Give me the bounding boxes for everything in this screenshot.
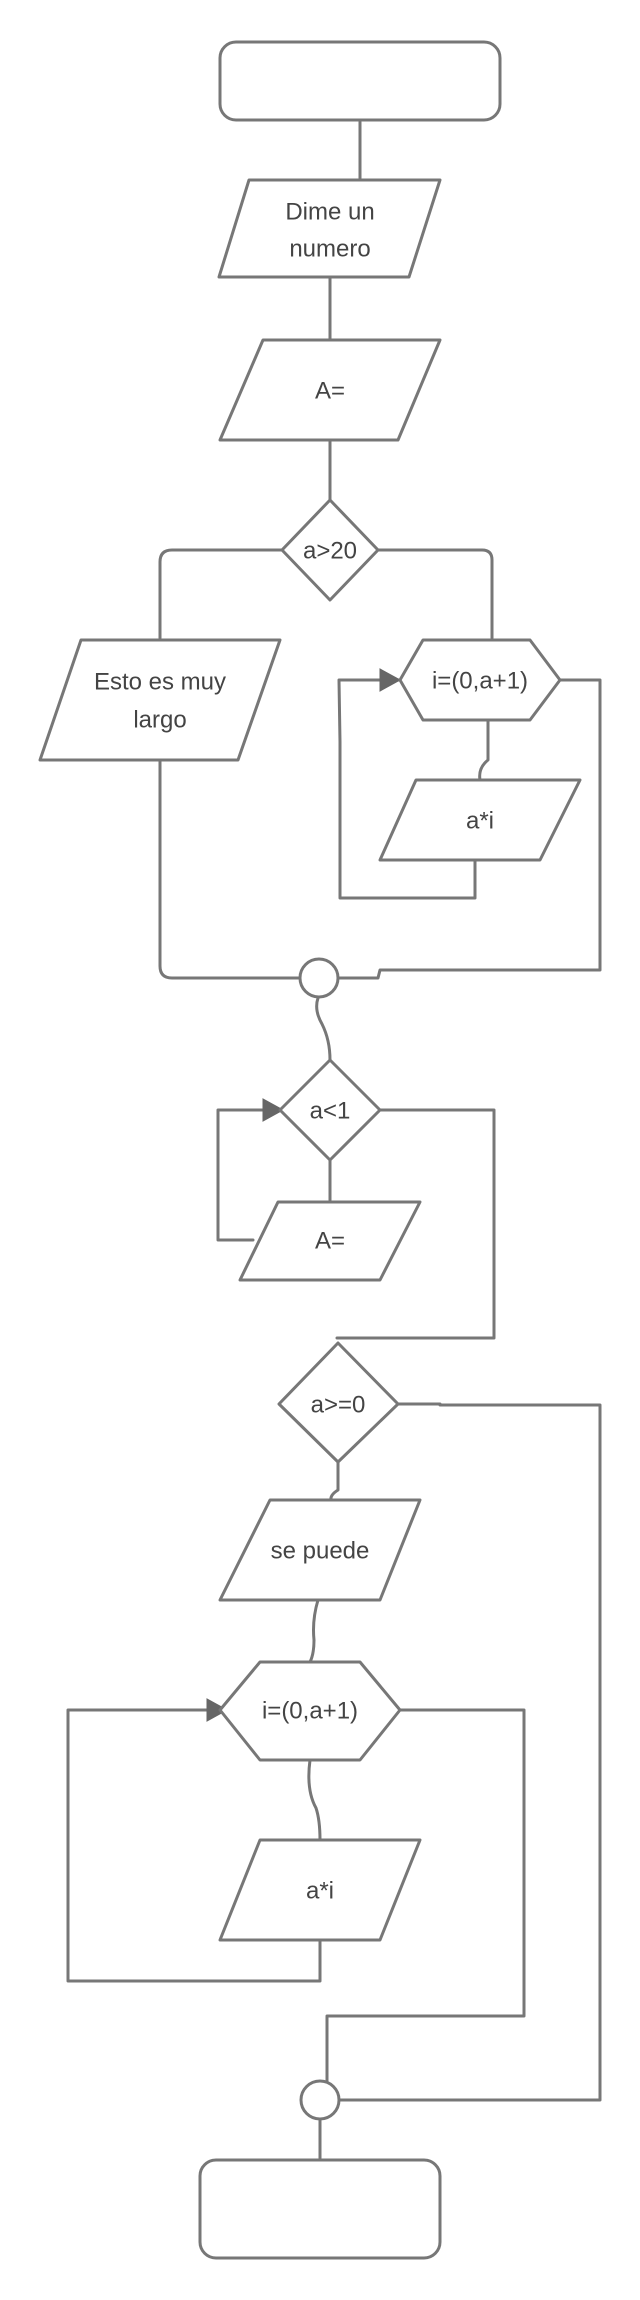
output-long-shape <box>38 638 282 762</box>
loop1-body-shape <box>378 778 582 862</box>
reinput-a-label: A= <box>315 1227 345 1254</box>
decision-gt20-shape <box>280 498 380 602</box>
input-prompt-line2: numero <box>289 235 370 262</box>
output-long-line2: largo <box>133 706 186 733</box>
connector-loop2-return <box>66 1708 322 1983</box>
loop2-body-shape <box>218 1838 422 1942</box>
connector-decision3-exit <box>338 1402 602 2102</box>
connector-branch-right <box>375 548 494 640</box>
decision-lt1-shape <box>278 1058 382 1162</box>
input-prompt-shape <box>217 178 442 279</box>
decision-gt20-label: a>20 <box>303 537 357 564</box>
decision-lt1-label: a<1 <box>310 1097 351 1124</box>
connector-decision2-exit <box>335 1108 496 1340</box>
output-can-shape <box>218 1498 422 1602</box>
arrowhead-loop1 <box>379 668 402 692</box>
decision-ge0-shape <box>277 1341 400 1464</box>
connector-branch-left <box>158 548 285 640</box>
input-a-shape <box>218 338 442 442</box>
arrowhead-decision2 <box>262 1098 285 1122</box>
connector-left-merge <box>158 758 303 980</box>
loop2-label: i=(0,a+1) <box>262 1697 358 1724</box>
loop1-label: i=(0,a+1) <box>432 667 528 694</box>
loop1-body-label: a*i <box>466 807 494 834</box>
merge-connector-1 <box>298 957 340 999</box>
decision-ge0-label: a>=0 <box>311 1391 366 1418</box>
connector-loop2-body <box>307 1758 322 1842</box>
output-long-line1: Esto es muy <box>94 668 226 695</box>
connector-loop1-return <box>337 678 477 900</box>
input-prompt-line1: Dime un <box>285 198 374 225</box>
loop2-body-label: a*i <box>306 1877 334 1904</box>
input-a-label: A= <box>315 377 345 404</box>
connector-loop2-exit <box>325 1708 526 2083</box>
arrowhead-loop2 <box>206 1698 229 1722</box>
connector-loop1-exit <box>333 678 602 980</box>
loop1-hexagon <box>398 638 562 722</box>
connector-merge-decision2 <box>315 996 332 1062</box>
reinput-a-shape <box>238 1200 422 1282</box>
connector-loop1-body <box>478 718 490 782</box>
merge-connector-2 <box>299 2079 341 2121</box>
connector-output-loop2 <box>308 1598 320 1664</box>
end-terminator <box>198 2158 442 2260</box>
output-can-label: se puede <box>271 1537 370 1564</box>
loop2-hexagon <box>218 1660 402 1762</box>
connector-decision2-return <box>216 1108 265 1242</box>
start-terminator <box>218 40 502 122</box>
